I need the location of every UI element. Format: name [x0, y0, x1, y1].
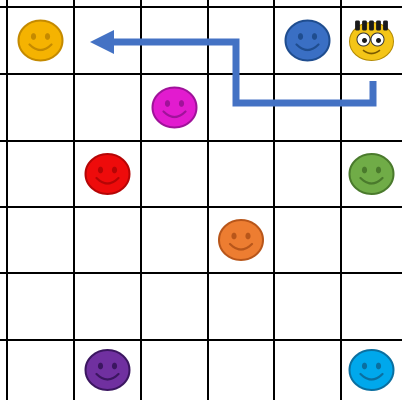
- robot-layer: [350, 21, 394, 61]
- grid-cell[interactable]: [274, 340, 341, 400]
- orange-smiley: [219, 220, 263, 260]
- smiley-left-eye: [98, 363, 103, 370]
- grid-cell[interactable]: [7, 74, 74, 141]
- grid-cell[interactable]: [208, 74, 274, 141]
- yellow-smiley: [19, 21, 63, 61]
- robot-stripe: [376, 21, 381, 31]
- green-smiley: [350, 154, 394, 194]
- grid-cell[interactable]: [74, 273, 141, 340]
- grid-cell[interactable]: [341, 207, 402, 273]
- grid-cell[interactable]: [7, 141, 74, 207]
- smiley-left-eye: [362, 167, 367, 174]
- robot-stripe: [369, 21, 374, 31]
- smiley-right-eye: [179, 100, 184, 107]
- magenta-smiley: [153, 88, 197, 128]
- smiley-face: [350, 350, 394, 390]
- smiley-left-eye: [31, 33, 36, 40]
- grid-cell[interactable]: [7, 207, 74, 273]
- smiley-face: [350, 154, 394, 194]
- smiley-right-eye: [112, 167, 117, 174]
- grid-cell[interactable]: [141, 340, 208, 400]
- smiley-right-eye: [312, 33, 317, 40]
- grid-cell[interactable]: [274, 74, 341, 141]
- smiley-left-eye: [362, 363, 367, 370]
- smiley-face: [86, 154, 130, 194]
- smiley-right-eye: [45, 33, 50, 40]
- smiley-right-eye: [112, 363, 117, 370]
- smiley-face: [86, 350, 130, 390]
- smiley-left-eye: [98, 167, 103, 174]
- smiley-left-eye: [298, 33, 303, 40]
- grid-cell[interactable]: [208, 273, 274, 340]
- grid-cell[interactable]: [274, 207, 341, 273]
- grid-cells: [7, 7, 402, 400]
- smiley-right-eye: [376, 363, 381, 370]
- grid-cell[interactable]: [208, 141, 274, 207]
- smiley-face: [219, 220, 263, 260]
- grid-cell[interactable]: [141, 141, 208, 207]
- grid-cell[interactable]: [7, 340, 74, 400]
- robot-stripe: [355, 21, 360, 31]
- smiley-left-eye: [231, 233, 236, 240]
- smiley-face: [19, 21, 63, 61]
- bee-bot-robot: [350, 21, 394, 61]
- smiley-right-eye: [376, 167, 381, 174]
- grid-cell[interactable]: [74, 207, 141, 273]
- grid-cell[interactable]: [274, 273, 341, 340]
- grid-cell[interactable]: [141, 207, 208, 273]
- robot-left-pupil: [362, 38, 367, 43]
- grid-cell[interactable]: [74, 74, 141, 141]
- smiley-right-eye: [245, 233, 250, 240]
- grid-cell[interactable]: [141, 273, 208, 340]
- grid-cell[interactable]: [341, 273, 402, 340]
- light-blue-smiley: [350, 350, 394, 390]
- blue-smiley: [286, 21, 330, 61]
- red-smiley: [86, 154, 130, 194]
- smiley-left-eye: [165, 100, 170, 107]
- grid-cell[interactable]: [274, 141, 341, 207]
- purple-smiley: [86, 350, 130, 390]
- robot-stripe: [383, 21, 388, 31]
- smiley-face: [286, 21, 330, 61]
- grid-cell[interactable]: [208, 340, 274, 400]
- robot-right-pupil: [376, 38, 381, 43]
- smiley-face: [153, 88, 197, 128]
- robot-stripe: [362, 21, 367, 31]
- grid-cell[interactable]: [7, 273, 74, 340]
